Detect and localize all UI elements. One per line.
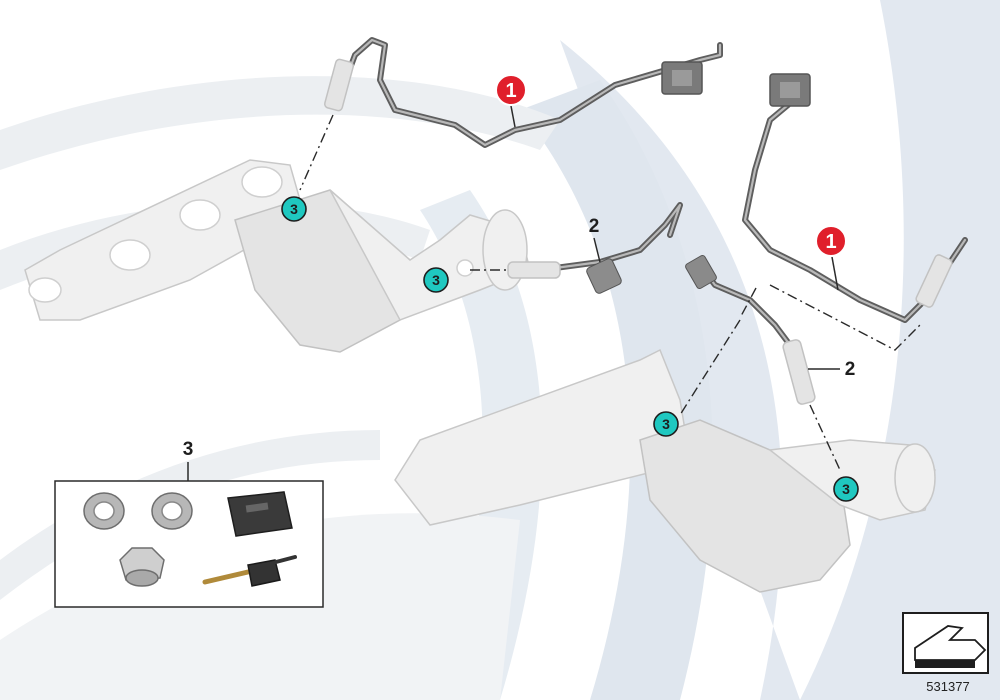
lambda-sensor-top <box>323 37 723 148</box>
svg-text:2: 2 <box>589 216 600 237</box>
kit-nut-2 <box>151 492 193 530</box>
sensor-left <box>507 202 683 294</box>
callout-port-a: 3 <box>281 196 307 222</box>
reference-number: 531377 <box>926 679 969 694</box>
kit-tap-tool <box>202 555 297 587</box>
kit-plug-bolt <box>119 547 165 587</box>
kit-box: 3 <box>54 439 324 608</box>
svg-text:3: 3 <box>842 481 850 497</box>
svg-text:3: 3 <box>432 272 440 288</box>
svg-text:2: 2 <box>845 359 856 380</box>
callout-lambda-sensor-right: 1 <box>815 225 847 291</box>
svg-text:3: 3 <box>183 439 194 460</box>
svg-text:1: 1 <box>505 80 516 102</box>
callout-port-c: 3 <box>653 411 679 437</box>
arrow-nav-icon[interactable] <box>902 612 989 674</box>
svg-text:3: 3 <box>290 201 298 217</box>
sensor-right <box>685 254 816 405</box>
svg-text:3: 3 <box>662 416 670 432</box>
callout-port-d: 3 <box>833 476 859 502</box>
callout-lambda-sensor-top: 1 <box>495 74 527 128</box>
right-manifold-converter <box>394 348 936 593</box>
svg-text:1: 1 <box>825 231 836 253</box>
callout-sensor-right: 2 <box>808 359 855 380</box>
callout-port-b: 3 <box>423 267 449 293</box>
kit-nut-1 <box>83 492 125 530</box>
lambda-sensor-right <box>742 73 968 323</box>
kit-sleeve <box>227 491 293 537</box>
callout-sensor-left: 2 <box>589 216 601 263</box>
leader-lines <box>299 114 921 471</box>
